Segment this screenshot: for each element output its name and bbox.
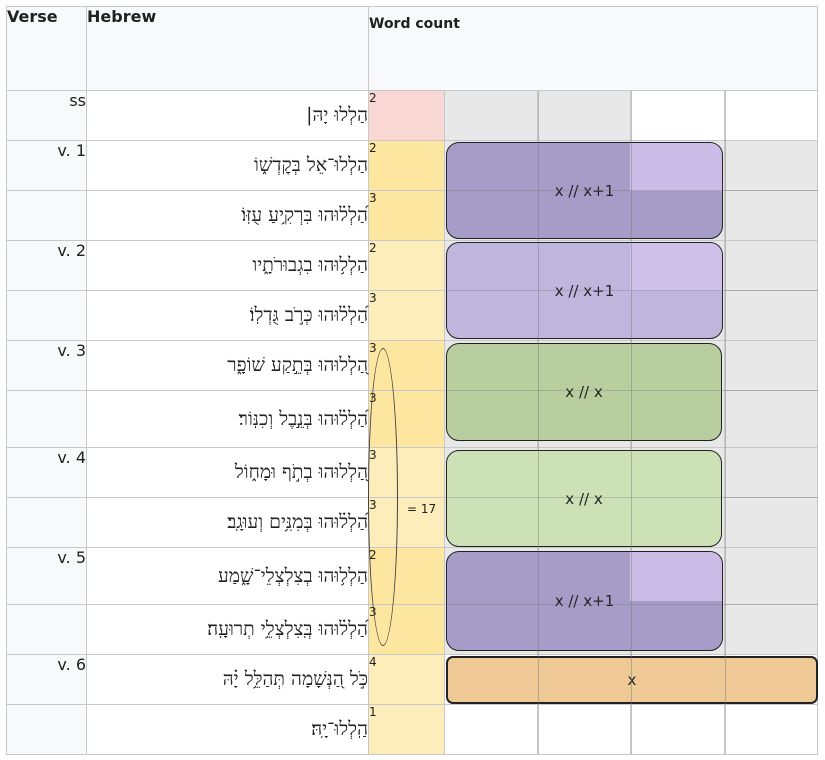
verse-cell: v. 1 xyxy=(6,140,87,191)
block-label: x // x xyxy=(565,383,603,401)
grid-cell xyxy=(724,290,818,341)
hebrew-cell: הַ֝לְל֗וּהוּ בְּמִנִּ֥ים וְעוּגָֽב׃ xyxy=(86,497,369,548)
parallelism-block: x // x+1 xyxy=(446,242,723,339)
verse-cell xyxy=(6,390,87,448)
grid-cell xyxy=(724,604,818,655)
hebrew-cell: הַלְל֥וּהוּ בְצִלְצְלֵי־שָׁ֑מַע xyxy=(86,547,369,605)
parallelism-block: x // x+1 xyxy=(446,142,723,239)
verse-cell: v. 5 xyxy=(6,547,87,605)
hebrew-cell: הַ֭לְלוּהוּ בְּתֵ֣קַע שׁוֹפָ֑ר xyxy=(86,340,369,391)
grid-cell xyxy=(724,140,818,191)
parallelism-block: x // x+1 xyxy=(446,551,723,651)
parallelism-block: x // x xyxy=(446,450,722,547)
grid-line xyxy=(446,497,818,498)
grid-cell xyxy=(630,90,725,141)
grid-cell xyxy=(444,704,538,755)
count-total-label: = 17 xyxy=(407,502,437,516)
grid-cell xyxy=(537,90,631,141)
block-label: x // x xyxy=(565,489,603,508)
hebrew-cell: הַֽלְלוּ־יָֽהּ׃ xyxy=(86,704,369,755)
verse-cell: v. 6 xyxy=(6,654,87,705)
grid-cell xyxy=(724,497,818,548)
grid-line xyxy=(538,91,539,754)
grid-cell xyxy=(724,704,818,755)
grid-cell xyxy=(724,240,818,291)
word-count-cell: 3 xyxy=(368,190,445,241)
grid-cell xyxy=(537,704,631,755)
verse-cell xyxy=(6,704,87,755)
hebrew-cell: הַ֝לְל֗וּהוּ בִּרְקִ֥יעַ עֻזּֽוֹ׃ xyxy=(86,190,369,241)
highlight-quadrant xyxy=(630,552,722,601)
hebrew-header: Hebrew xyxy=(86,6,369,91)
parallelism-block: x // x xyxy=(446,343,722,441)
hebrew-cell: הַלְלוּ־אֵל בְּקׇדְשׁ֑וֹ xyxy=(86,140,369,191)
hebrew-cell: הַ֭לְלוּהוּ בְתֹ֣ף וּמָח֑וֹל xyxy=(86,447,369,498)
word-count-cell: 3 xyxy=(368,290,445,341)
block-label: x xyxy=(627,671,637,689)
verse-cell xyxy=(6,290,87,341)
block-label: x // x+1 xyxy=(554,181,615,200)
grid-cell xyxy=(724,547,818,605)
grid-cell xyxy=(724,90,818,141)
parallelism-block: x xyxy=(446,656,818,704)
word-count-cell: 4 xyxy=(368,654,445,705)
header-row: Verse Hebrew Word count xyxy=(6,6,818,91)
grid-cell xyxy=(444,90,538,141)
grid-cell xyxy=(630,704,725,755)
count-group-oval xyxy=(368,348,398,646)
grid-cell xyxy=(724,340,818,391)
highlight-quadrant xyxy=(630,143,722,191)
hebrew-cell: כֹּ֣ל הַ֭נְּשָׁמָה תְּהַלֵּ֥ל יָ֗הּ xyxy=(86,654,369,705)
verse-cell: v. 4 xyxy=(6,447,87,498)
grid-line xyxy=(446,604,818,605)
block-label: x // x+1 xyxy=(554,281,615,300)
verse-header: Verse xyxy=(6,6,87,91)
grid-cell xyxy=(724,447,818,498)
hebrew-cell: הַ֝לְל֗וּהוּ כְּרֹ֣ב גֻּדְלֽוֹ׃ xyxy=(86,290,369,341)
grid-cell xyxy=(724,190,818,241)
word-count-cell: 1 xyxy=(368,704,445,755)
verse-cell xyxy=(6,604,87,655)
grid-cell xyxy=(724,390,818,448)
hebrew-cell: הַ֝לְל֗וּהוּ בְּנֵ֣בֶל וְכִנּֽוֹר׃ xyxy=(86,390,369,448)
word-count-header: Word count xyxy=(368,6,818,91)
hebrew-cell: הַ֝לְל֗וּהוּ בְּֽצִלְצְלֵ֥י תְרוּעָֽה׃ xyxy=(86,604,369,655)
highlight-quadrant xyxy=(630,243,722,291)
hebrew-cell: הַלְלוּ יָהּ| xyxy=(86,90,369,141)
verse-cell xyxy=(6,497,87,548)
word-count-cell: 2 xyxy=(368,140,445,191)
grid-line xyxy=(446,390,818,391)
verse-cell: v. 2 xyxy=(6,240,87,291)
word-count-cell: 2 xyxy=(368,240,445,291)
verse-cell xyxy=(6,190,87,241)
block-label: x // x+1 xyxy=(554,592,615,610)
verse-cell: v. 3 xyxy=(6,340,87,391)
grid-line xyxy=(631,91,632,754)
hebrew-cell: הַלְל֥וּהוּ בִגְבוּרֹתָ֑יו xyxy=(86,240,369,291)
table-row: הַֽלְלוּ־יָֽהּ׃1 xyxy=(6,704,818,755)
grid-line xyxy=(446,290,818,291)
grid-line xyxy=(725,91,726,754)
grid-line xyxy=(446,190,818,191)
verse-cell: ss xyxy=(6,90,87,141)
word-count-cell: 2 xyxy=(368,90,445,141)
